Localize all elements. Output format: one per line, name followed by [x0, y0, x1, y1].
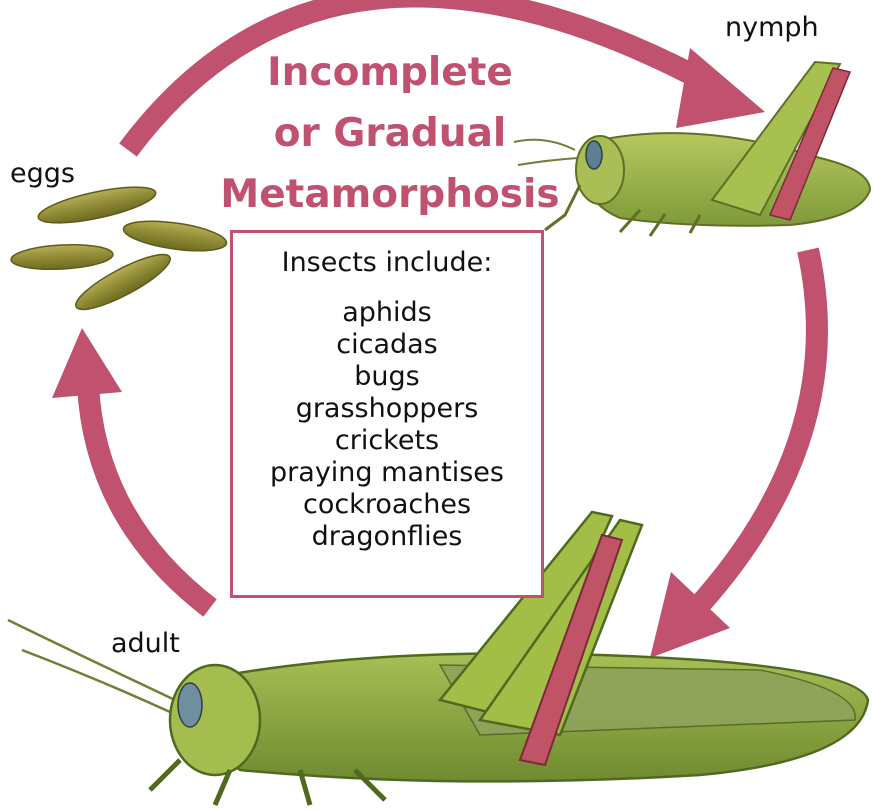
diagram-title: Incomplete or Gradual Metamorphosis — [205, 42, 575, 225]
stage-label-adult: adult — [111, 630, 180, 657]
insect-item: crickets — [233, 425, 541, 457]
title-line-1: Incomplete — [205, 42, 575, 103]
insect-item: dragonflies — [233, 521, 541, 553]
cycle-arrow-adult-to-eggs — [52, 328, 210, 608]
insect-item: praying mantises — [233, 457, 541, 489]
insect-item: cicadas — [233, 329, 541, 361]
insects-info-box: Insects include: aphids cicadas bugs gra… — [230, 230, 544, 598]
insect-item: grasshoppers — [233, 393, 541, 425]
stage-label-nymph: nymph — [725, 14, 819, 41]
eggs-illustration — [10, 180, 228, 319]
cycle-arrow-nymph-to-adult — [650, 250, 817, 658]
title-line-3: Metamorphosis — [205, 164, 575, 225]
insect-item: bugs — [233, 361, 541, 393]
stage-label-eggs: eggs — [10, 160, 75, 187]
insect-item: cockroaches — [233, 489, 541, 521]
info-box-heading: Insects include: — [233, 247, 541, 279]
insect-item: aphids — [233, 297, 541, 329]
insect-list: aphids cicadas bugs grasshoppers cricket… — [233, 297, 541, 553]
title-line-2: or Gradual — [205, 103, 575, 164]
